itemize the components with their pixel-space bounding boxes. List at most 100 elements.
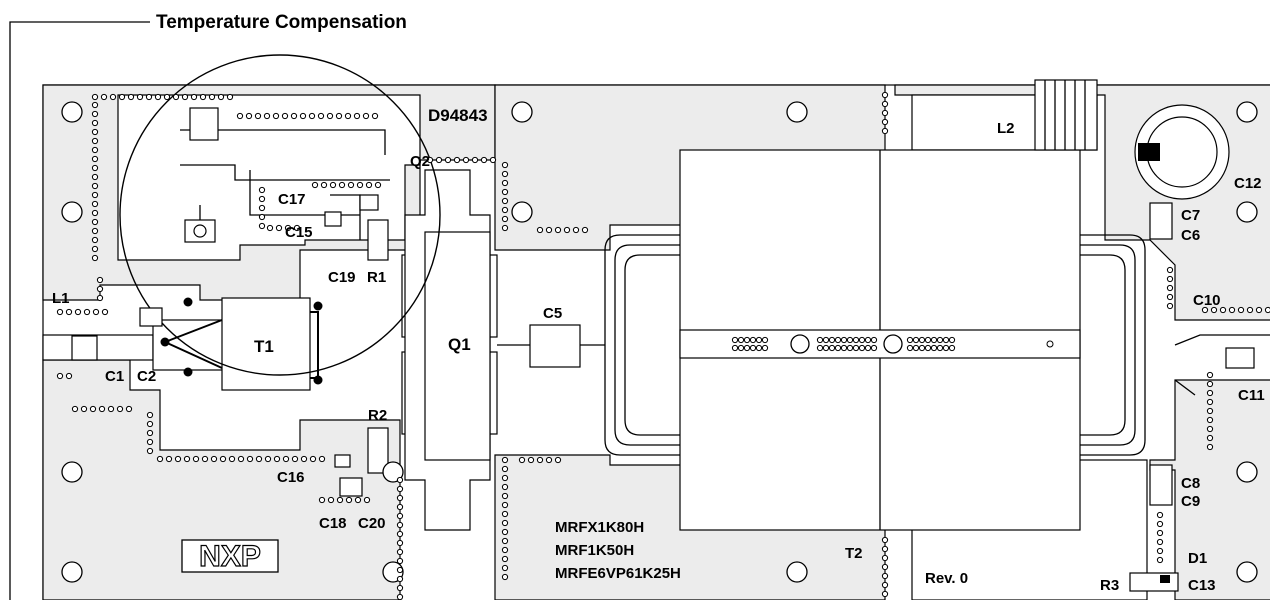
via [318, 455, 326, 463]
via [501, 215, 509, 223]
via [834, 336, 842, 344]
via [354, 496, 362, 504]
via [471, 156, 479, 164]
label-r2: R2 [368, 407, 387, 424]
via [290, 112, 298, 120]
via [272, 112, 280, 120]
via [881, 109, 889, 117]
via [501, 206, 509, 214]
via [107, 405, 115, 413]
via [335, 112, 343, 120]
via [362, 112, 370, 120]
via [501, 573, 509, 581]
via [146, 438, 154, 446]
via [91, 137, 99, 145]
t2-primary-loops [604, 234, 1146, 456]
temp-comp-title: Temperature Compensation [156, 12, 407, 33]
via [174, 455, 182, 463]
via [91, 146, 99, 154]
via [92, 308, 100, 316]
via [936, 344, 944, 352]
via [255, 455, 263, 463]
via [828, 344, 836, 352]
via [396, 530, 404, 538]
via [281, 112, 289, 120]
label-l1: L1 [52, 290, 70, 307]
via [881, 572, 889, 580]
via [329, 181, 337, 189]
via [518, 456, 526, 464]
via [881, 118, 889, 126]
via [91, 164, 99, 172]
via [96, 294, 104, 302]
via [91, 128, 99, 136]
via [91, 191, 99, 199]
via [71, 405, 79, 413]
trim-pot-knob [193, 224, 207, 238]
via [480, 156, 488, 164]
via [396, 548, 404, 556]
label-c7: C7 [1181, 207, 1200, 224]
via [948, 336, 956, 344]
via [219, 455, 227, 463]
via [146, 447, 154, 455]
label-c20: C20 [358, 515, 386, 532]
via [91, 227, 99, 235]
via [881, 581, 889, 589]
via [327, 496, 335, 504]
via [254, 112, 262, 120]
input-trace [42, 334, 154, 361]
via [74, 308, 82, 316]
via [183, 455, 191, 463]
via [65, 308, 73, 316]
label-c5: C5 [543, 305, 562, 322]
via [273, 455, 281, 463]
via [501, 179, 509, 187]
via [501, 456, 509, 464]
via [91, 209, 99, 217]
via [1166, 302, 1174, 310]
via [320, 181, 328, 189]
temp-comp-callout-line [9, 21, 150, 600]
via [91, 218, 99, 226]
via [918, 344, 926, 352]
via [545, 226, 553, 234]
via [846, 336, 854, 344]
via [363, 496, 371, 504]
label-c8: C8 [1181, 475, 1200, 492]
via [840, 344, 848, 352]
via [156, 455, 164, 463]
via [396, 512, 404, 520]
via [356, 181, 364, 189]
label-t2: T2 [845, 545, 863, 562]
via [1206, 434, 1214, 442]
via [91, 119, 99, 127]
via [501, 564, 509, 572]
temp-comp-circle [119, 54, 441, 376]
via [912, 336, 920, 344]
c1-c2-pad [139, 307, 163, 327]
via [1156, 529, 1164, 537]
via [501, 519, 509, 527]
via [1206, 416, 1214, 424]
component-labels: D94843 L1 C1 C2 T1 C17 C15 C19 R1 Q2 Q1 … [52, 106, 1265, 594]
via [146, 429, 154, 437]
via [912, 344, 920, 352]
via [816, 344, 824, 352]
via [192, 455, 200, 463]
via [396, 503, 404, 511]
via [89, 405, 97, 413]
via [1156, 556, 1164, 564]
via [1201, 306, 1209, 314]
via [226, 93, 234, 101]
t2-via [1046, 340, 1054, 348]
label-c13: C13 [1188, 577, 1216, 594]
via [881, 545, 889, 553]
via [1210, 306, 1218, 314]
via [309, 455, 317, 463]
via [336, 496, 344, 504]
via [501, 483, 509, 491]
via [1206, 389, 1214, 397]
via [1228, 306, 1236, 314]
via [1206, 371, 1214, 379]
